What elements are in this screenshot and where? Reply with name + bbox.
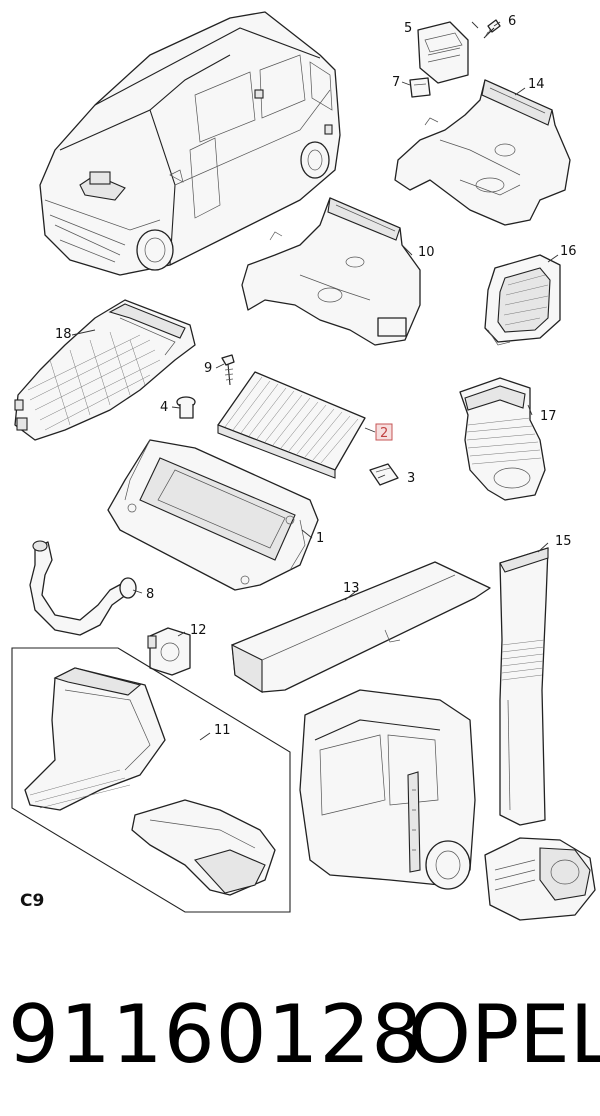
leader-lines <box>71 21 559 741</box>
section-code: C9 <box>20 891 44 911</box>
part-18-blower-housing <box>14 299 196 441</box>
part-6-screw <box>483 19 501 39</box>
callout-2: 2 <box>380 426 388 441</box>
part-13-long-duct <box>231 561 491 693</box>
part-2-cabin-filter <box>217 371 366 479</box>
part-5-connector <box>417 21 469 84</box>
part-4-plug <box>176 396 196 419</box>
callout-2-highlight <box>375 423 393 441</box>
callout-17: 17 <box>540 409 557 424</box>
callout-labels: 5 6 7 14 10 16 18 9 4 17 2 3 1 15 8 13 1… <box>20 14 577 911</box>
van-rear-illustration <box>299 689 476 890</box>
part-16-seal-ring <box>484 254 561 346</box>
callout-7: 7 <box>392 75 400 90</box>
callout-4: 4 <box>160 400 168 415</box>
callout-14: 14 <box>528 77 545 92</box>
part-1-filter-housing <box>107 439 319 591</box>
part-17-bellows <box>459 377 546 501</box>
part-10-air-duct <box>241 197 421 346</box>
part-8-hose <box>29 540 137 636</box>
callout-1: 1 <box>316 531 324 546</box>
part-number: 91160128 <box>8 988 424 1081</box>
callout-11: 11 <box>214 723 231 738</box>
parts-diagram: 5 6 7 14 10 16 18 9 4 17 2 3 1 15 8 13 1… <box>11 11 596 921</box>
callout-9: 9 <box>204 361 212 376</box>
part-14-air-duct <box>394 79 571 226</box>
callout-3: 3 <box>407 471 415 486</box>
part-11-inset-frame <box>11 647 291 913</box>
callout-15: 15 <box>555 534 572 549</box>
callout-16: 16 <box>560 244 577 259</box>
callout-5: 5 <box>404 21 412 36</box>
callout-10: 10 <box>418 245 435 260</box>
callout-12: 12 <box>190 623 207 638</box>
callout-8: 8 <box>146 587 154 602</box>
brand-name: OPEL <box>408 988 600 1081</box>
part-12-sensor <box>147 627 191 676</box>
part-15-tube <box>499 547 549 826</box>
callout-6: 6 <box>508 14 516 29</box>
callout-13: 13 <box>343 581 360 596</box>
callout-18: 18 <box>55 327 72 342</box>
van-front-illustration <box>39 11 341 276</box>
hvac-unit-illustration <box>484 837 596 921</box>
part-7-clip <box>409 77 431 98</box>
part-3-clip <box>369 463 399 486</box>
part-9-screw <box>221 354 235 386</box>
